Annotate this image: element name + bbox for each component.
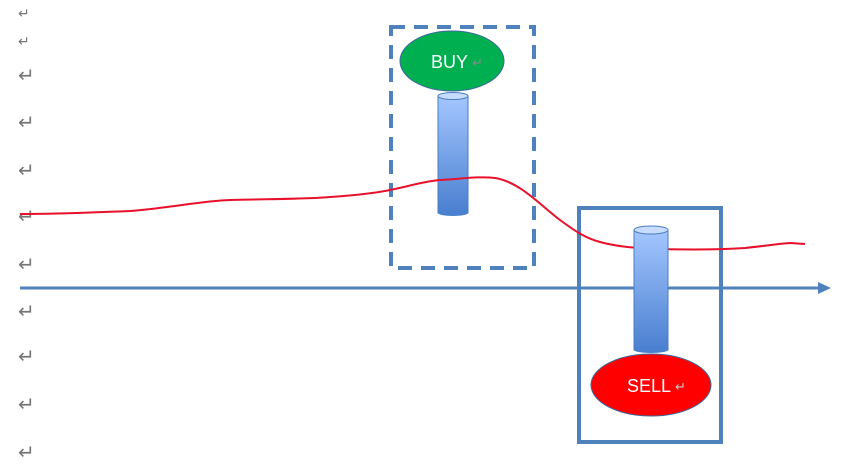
sell-label: SELL bbox=[627, 376, 671, 396]
price-line bbox=[19, 176, 806, 251]
sell-signal-ellipse[interactable] bbox=[590, 353, 712, 417]
paragraph-mark: ↵ bbox=[18, 252, 35, 276]
paragraph-mark: ↵ bbox=[18, 299, 35, 323]
paragraph-mark: ↵ bbox=[18, 158, 35, 182]
paragraph-mark: ↵ bbox=[675, 380, 686, 395]
buy-cylinder[interactable] bbox=[437, 92, 469, 217]
buy-signal-ellipse[interactable] bbox=[399, 30, 505, 92]
paragraph-mark: ↵ bbox=[472, 56, 483, 71]
paragraph-mark: ↵ bbox=[18, 204, 35, 228]
paragraph-mark: ↵ bbox=[18, 440, 35, 464]
sell-zone-box[interactable] bbox=[577, 206, 723, 444]
paragraph-mark: ↵ bbox=[18, 110, 35, 134]
paragraph-mark: ↵ bbox=[18, 34, 30, 50]
buy-zone-box[interactable] bbox=[389, 25, 536, 270]
paragraph-mark: ↵ bbox=[18, 63, 35, 87]
paragraph-mark: ↵ bbox=[18, 344, 35, 368]
sell-cylinder[interactable] bbox=[633, 225, 669, 353]
axis-arrowhead bbox=[818, 282, 831, 294]
paragraph-mark: ↵ bbox=[18, 392, 35, 416]
buy-label: BUY bbox=[431, 52, 468, 72]
paragraph-mark: ↵ bbox=[18, 6, 30, 22]
